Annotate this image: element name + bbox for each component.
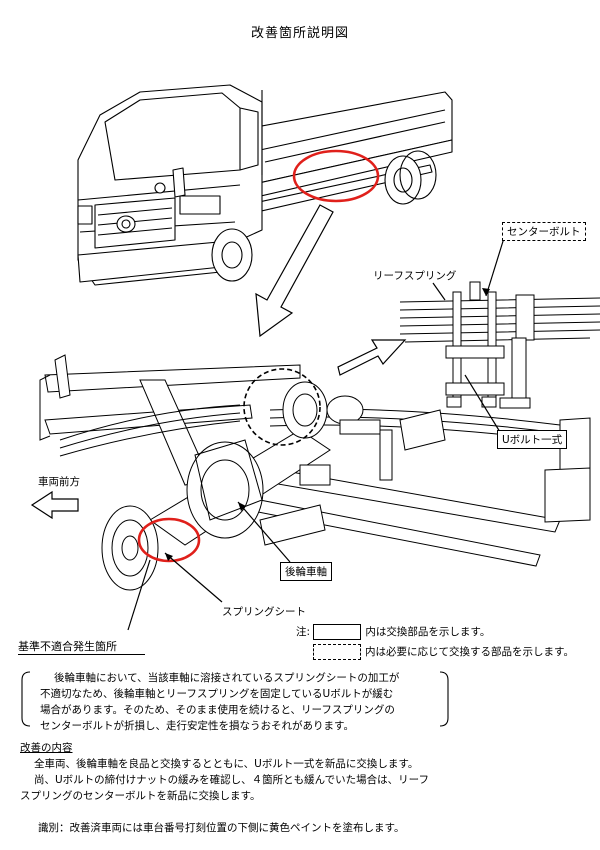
description-line: 後輪車軸において、当該車軸に溶接されているスプリングシートの加工が — [54, 672, 400, 684]
label-vehicle-front: 車両前方 — [38, 476, 80, 488]
description-block: 後輪車軸において、当該車軸に溶接されているスプリングシートの加工が 不適切なため… — [40, 670, 450, 734]
legend-dashed-box — [313, 644, 361, 660]
highlight-ellipse-spring-seat — [137, 517, 201, 563]
leader-u-bolt — [464, 374, 501, 433]
improvement-section: 改善の内容 全車両、後輪車軸を良品と交換するとともに、Uボルト一式を新品に交換し… — [20, 740, 590, 804]
description-bracket — [21, 671, 449, 727]
arrow-zoom-detail — [337, 339, 407, 376]
legend-prefix: 注: — [296, 626, 311, 638]
rear-axle-illustration — [39, 354, 591, 591]
truck-illustration — [77, 84, 453, 286]
leaf-spring-detail — [399, 281, 600, 409]
improvement-line: 全車両、後輪車軸を良品と交換するとともに、Uボルト一式を新品に交換します。 — [34, 758, 419, 770]
label-nonconformity: 基準不適合発生箇所 — [18, 638, 145, 655]
legend-dashed-text: 内は必要に応じて交換する部品を示します。 — [365, 646, 574, 658]
legend-solid-text: 内は交換部品を示します。 — [365, 626, 491, 638]
label-spring-seat: スプリングシート — [222, 606, 306, 618]
arrow-vehicle-front — [30, 490, 79, 520]
identification-text: 識別：改善済車両には車台番号打刻位置の下側に黄色ペイントを塗布します。 — [38, 822, 405, 834]
description-line: 場合があります。そのため、そのまま使用を続けると、リーフスプリングの — [40, 704, 395, 716]
label-center-bolt: センターボルト — [502, 222, 586, 241]
leader-spring-seat — [164, 552, 223, 603]
legend-solid-row: 注: 内は交換部品を示します。 — [296, 624, 490, 640]
legend-dashed-row: 内は必要に応じて交換する部品を示します。 — [313, 644, 574, 660]
leader-rear-axle — [237, 501, 291, 563]
dashed-ellipse-ubolt — [243, 368, 321, 446]
leader-center-bolt — [485, 237, 505, 297]
arrow-zoom-main — [255, 204, 334, 338]
improvement-line: スプリングのセンターボルトを新品に交換します。 — [20, 790, 261, 802]
description-line: 不適切なため、後輪車軸とリーフスプリングを固定しているUボルトが緩む — [40, 688, 394, 700]
description-line: センターボルトが折損し、走行安定性を損なうおそれがあります。 — [40, 720, 354, 732]
label-rear-axle: 後輪車軸 — [280, 562, 332, 581]
leader-nonconformity — [127, 559, 151, 631]
highlight-ellipse-truck — [292, 149, 380, 203]
leader-leaf-spring — [432, 282, 446, 301]
label-u-bolt-set: Uボルト一式 — [497, 430, 568, 449]
legend-solid-box — [313, 624, 362, 640]
improvement-line: 尚、Uボルトの締付けナットの緩みを確認し、４箇所とも緩んでいた場合は、リーフ — [34, 774, 430, 786]
page-title: 改善箇所説明図 — [250, 26, 349, 41]
improvement-heading: 改善の内容 — [20, 742, 73, 754]
label-leaf-spring: リーフスプリング — [373, 270, 457, 282]
